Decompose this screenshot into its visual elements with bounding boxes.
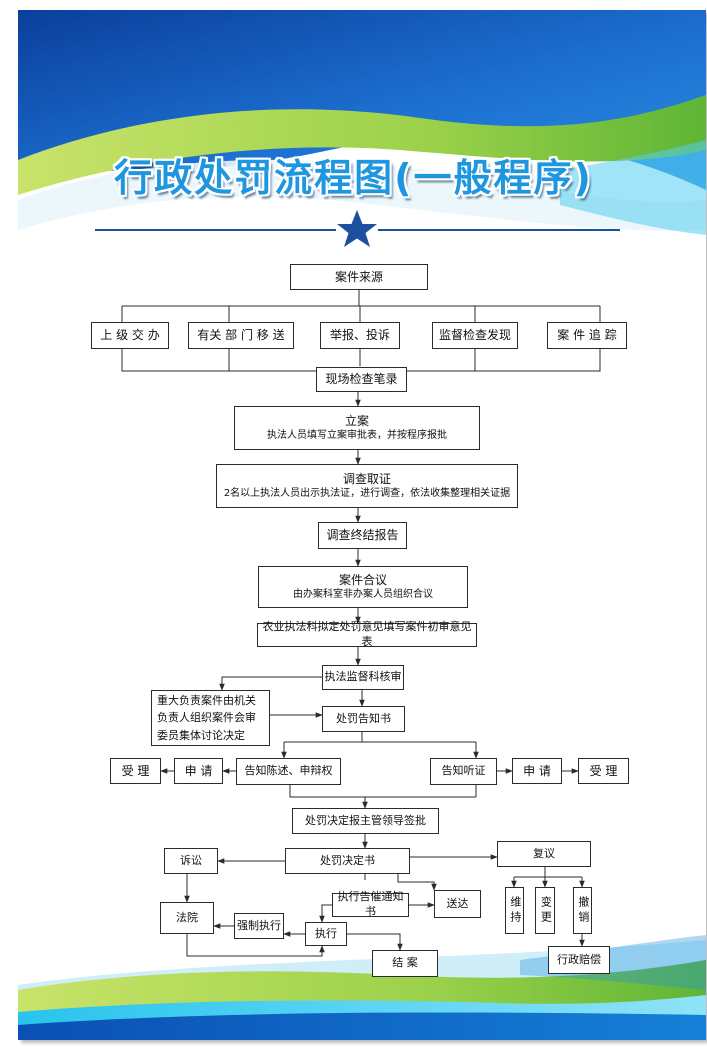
- node-supervision-review: 执法监督科核审: [322, 665, 404, 690]
- node-supervision-review-label: 执法监督科核审: [324, 670, 402, 684]
- node-inspection-found: 监督检查发现: [432, 322, 518, 349]
- node-superior-assigned: 上 级 交 办: [91, 322, 169, 349]
- connector-merge-tracking: [475, 349, 601, 372]
- top-cyan-wave: [560, 140, 706, 235]
- bottom-blue-wave: [18, 1012, 706, 1040]
- node-case-review-label: 案件合议: [338, 573, 387, 588]
- node-execution: 执行: [305, 922, 347, 946]
- node-delivery: 送达: [434, 890, 481, 918]
- connector-supervision-major: [219, 676, 322, 691]
- node-case-review: 案件合议 由办案科室非办案人员组织合议: [258, 566, 468, 608]
- node-lawsuit: 诉讼: [164, 848, 218, 874]
- connector-defense-down: [289, 785, 476, 798]
- connector-merge-superior: [121, 349, 316, 372]
- node-notify-defense-label: 告知陈述、申辩权: [244, 764, 333, 778]
- node-notify-defense: 告知陈述、申辩权: [236, 758, 341, 785]
- node-filing-note: 执法人员填写立案审批表，并按程序报批: [267, 430, 447, 442]
- node-major-case: 重大负责案件由机关负责人组织案件会审委员集体讨论决定: [151, 690, 270, 746]
- node-initial-opinion-label: 农业执法科拟定处罚意见填写案件初审意见表: [262, 620, 472, 648]
- node-revoke-label: 撤销: [576, 895, 590, 926]
- node-closing: 结 案: [372, 950, 438, 977]
- star-icon: [337, 210, 377, 247]
- node-initial-opinion: 农业执法科拟定处罚意见填写案件初审意见表: [257, 620, 477, 648]
- node-department-transfer: 有关 部 门 移 送: [188, 322, 294, 349]
- node-change-label: 变更: [539, 895, 553, 926]
- node-case-tracking: 案 件 追 踪: [547, 322, 627, 349]
- node-administrative-compensation: 行政赔偿: [548, 946, 610, 974]
- node-accept-right-label: 受 理: [589, 763, 618, 778]
- node-penalty-decision: 处罚决定书: [285, 848, 410, 874]
- node-case-tracking-label: 案 件 追 踪: [557, 328, 617, 343]
- node-reconsideration-label: 复议: [533, 846, 555, 860]
- node-onsite-record: 现场检查笔录: [316, 367, 407, 392]
- node-apply-right-label: 申 请: [523, 763, 551, 778]
- node-closing-label: 结 案: [392, 956, 418, 970]
- node-accept-left: 受 理: [110, 758, 161, 784]
- node-delivery-label: 送达: [446, 896, 469, 910]
- node-penalty-notice: 处罚告知书: [322, 706, 405, 732]
- node-reconsideration: 复议: [497, 841, 591, 867]
- node-onsite-record-label: 现场检查笔录: [325, 372, 398, 387]
- node-forced-execution: 强制执行: [234, 913, 284, 939]
- node-apply-left-label: 申 请: [184, 763, 213, 778]
- node-uphold: 维持: [505, 887, 524, 934]
- node-forced-execution-label: 强制执行: [237, 918, 281, 932]
- node-revoke: 撤销: [573, 887, 592, 934]
- node-final-report-label: 调查终结报告: [326, 528, 399, 543]
- node-notify-hearing: 告知听证: [430, 758, 497, 785]
- node-court: 法院: [160, 902, 214, 934]
- node-filing: 立案 执法人员填写立案审批表，并按程序报批: [234, 406, 480, 450]
- node-change: 变更: [535, 887, 555, 934]
- node-enforcement-notice: 执行告催通知书: [332, 890, 409, 918]
- node-administrative-compensation-label: 行政赔偿: [557, 952, 601, 966]
- node-leader-approval-label: 处罚决定报主管领导签批: [305, 813, 426, 827]
- connector-enforcement-execution: [319, 904, 332, 923]
- node-leader-approval: 处罚决定报主管领导签批: [292, 808, 439, 834]
- node-report-complaint: 举报、投诉: [320, 322, 400, 349]
- node-inspection-found-label: 监督检查发现: [438, 328, 511, 343]
- node-penalty-notice-label: 处罚告知书: [336, 711, 391, 725]
- node-report-complaint-label: 举报、投诉: [329, 328, 390, 343]
- node-uphold-label: 维持: [508, 895, 522, 926]
- node-superior-assigned-label: 上 级 交 办: [100, 328, 160, 343]
- node-final-report: 调查终结报告: [318, 522, 407, 549]
- node-accept-left-label: 受 理: [121, 763, 150, 778]
- node-enforcement-notice-label: 执行告催通知书: [337, 890, 404, 918]
- node-investigation-label: 调查取证: [342, 472, 391, 487]
- connector-court-down: [186, 934, 325, 957]
- node-investigation: 调查取证 2名以上执法人员出示执法证，进行调查，依法收集整理相关证据: [216, 464, 518, 508]
- node-accept-right: 受 理: [578, 758, 629, 784]
- node-apply-left: 申 请: [174, 758, 223, 784]
- top-green-wave: [18, 95, 706, 195]
- node-case-review-note: 由办案科室非办案人员组织合议: [293, 589, 433, 601]
- node-lawsuit-label: 诉讼: [180, 853, 202, 867]
- node-notify-hearing-label: 告知听证: [441, 764, 486, 778]
- node-penalty-decision-label: 处罚决定书: [320, 853, 375, 867]
- page-title: 行政处罚流程图(一般程序): [114, 156, 593, 200]
- bottom-blue-wave-right: [520, 935, 706, 990]
- node-execution-label: 执行: [315, 926, 337, 940]
- node-court-label: 法院: [176, 910, 198, 924]
- node-case-source-label: 案件来源: [334, 269, 383, 284]
- top-light-wave: [18, 159, 706, 231]
- node-case-source: 案件来源: [290, 264, 428, 290]
- node-department-transfer-label: 有关 部 门 移 送: [197, 328, 285, 343]
- node-filing-label: 立案: [344, 414, 369, 429]
- node-apply-right: 申 请: [512, 758, 562, 784]
- connector-merge-inspection: [407, 349, 476, 372]
- connector-execution-closing: [347, 933, 403, 951]
- connector-decision-delivery: [397, 874, 437, 891]
- node-investigation-note: 2名以上执法人员出示执法证，进行调查，依法收集整理相关证据: [223, 488, 511, 500]
- node-major-case-label: 重大负责案件由机关负责人组织案件会审委员集体讨论决定: [157, 694, 256, 742]
